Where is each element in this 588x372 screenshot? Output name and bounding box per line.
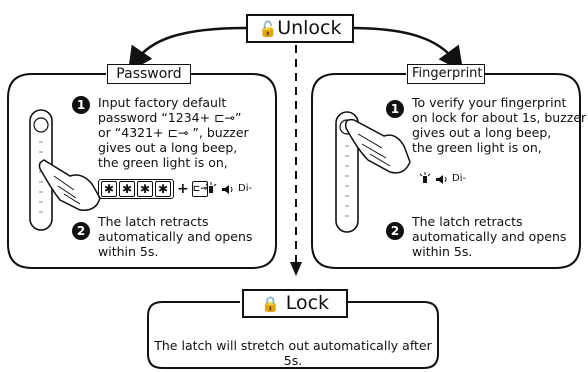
unlock-title: 🔓Unlock <box>246 14 354 43</box>
fp-step-2-badge: 2 <box>386 222 404 240</box>
speaker-icon <box>222 185 233 194</box>
fingerprint-sound: Di- <box>452 173 467 184</box>
locked-padlock-icon: 🔒 <box>260 295 280 313</box>
password-sound: Di- <box>238 183 253 194</box>
keypad-device-illustration <box>29 109 101 231</box>
lock-description: The latch will stretch out automatically… <box>154 338 432 368</box>
speaker-icon-fp <box>436 175 447 184</box>
step-1-badge: 1 <box>72 96 90 114</box>
password-label: Password <box>107 64 191 84</box>
star-keys: ✱ ✱ ✱ ✱ <box>98 179 174 199</box>
unlocked-padlock-icon: 🔓 <box>258 20 278 38</box>
password-step1-text: Input factory default password “1234+ ⊏⊸… <box>98 95 249 170</box>
fingerprint-step1-text: To verify your fingerprint on lock for a… <box>412 95 587 155</box>
password-frame <box>7 73 277 269</box>
center-arrowhead <box>290 262 302 276</box>
green-light-icon-fp <box>419 172 431 183</box>
fingerprint-device-illustration <box>335 111 411 233</box>
lock-key-icon: ⊏⊸ <box>191 181 208 197</box>
arrow-to-password <box>127 26 247 73</box>
keypad-sequence: ✱ ✱ ✱ ✱ + ⊏⊸ <box>98 179 208 199</box>
fp-step-1-badge: 1 <box>386 100 404 118</box>
arrow-to-fingerprint <box>349 26 464 73</box>
step-2-badge: 2 <box>72 222 90 240</box>
fingerprint-step2-text: The latch retracts automatically and ope… <box>412 214 567 259</box>
fingerprint-label: Fingerprint <box>407 64 485 84</box>
password-step2-text: The latch retracts automatically and ope… <box>98 214 253 259</box>
lock-title: 🔒 Lock <box>242 289 348 318</box>
lock-frame <box>147 301 439 369</box>
fingerprint-frame <box>311 73 581 269</box>
